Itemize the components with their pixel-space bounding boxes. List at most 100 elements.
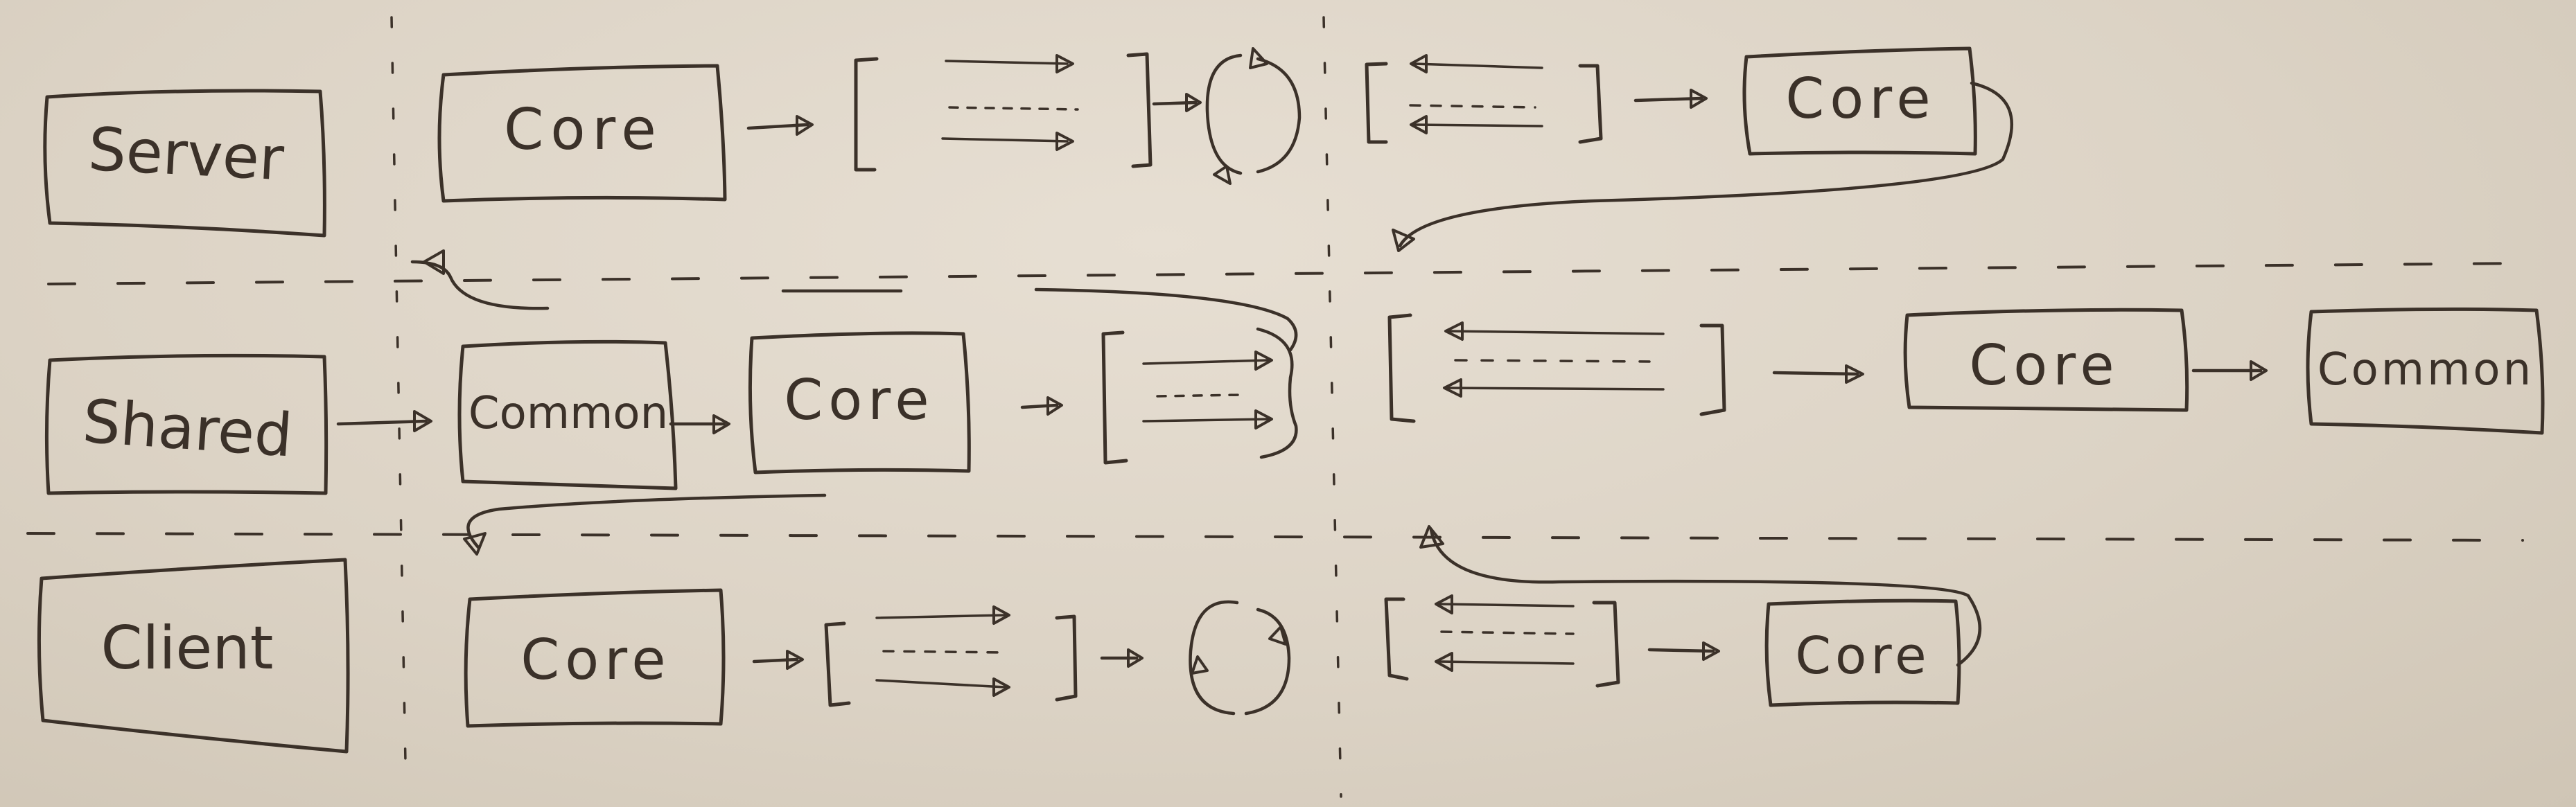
- shared-arrow-3: [1020, 403, 1059, 409]
- server-list-1-bracket-left: [854, 57, 879, 172]
- client-list-2-bracket-right: [1592, 601, 1620, 688]
- client-label: Client: [101, 614, 274, 683]
- shared-list-1-line-bot-head: [1254, 409, 1273, 429]
- server-list-2-line-mid: [1409, 104, 1536, 109]
- shared-list-2-line-mid: [1454, 359, 1651, 363]
- shared-common-label-1: Common: [468, 388, 668, 439]
- shared-common-label-2: Common: [2317, 344, 2534, 396]
- server-list-2-line-top-head: [1410, 54, 1428, 73]
- column-separators: [390, 16, 1342, 798]
- shared-core-box-1: [748, 331, 971, 475]
- server-cycle-icon: [1205, 47, 1302, 185]
- shared-list-1-line-mid: [1156, 393, 1242, 398]
- row-label-shared: Shared: [44, 353, 328, 495]
- separator-server-shared: [47, 262, 2531, 285]
- server-list-1-line-bot-head: [1055, 132, 1074, 151]
- separator-col-1: [390, 16, 407, 763]
- shared-loop-top-2: [1034, 287, 1298, 352]
- server-core-label-1: Core: [504, 97, 663, 163]
- client-arrow-3-head: [1702, 641, 1720, 661]
- separator-col-2: [1322, 16, 1342, 798]
- client-list-1-line-bot: [875, 679, 1006, 689]
- server-box: [43, 89, 326, 238]
- server-list-2-bracket-left: [1365, 62, 1388, 144]
- shared-list-2-line-bot: [1444, 387, 1665, 391]
- shared-list-2-line-top: [1447, 330, 1665, 335]
- row-label-server: Server: [43, 89, 326, 238]
- shared-arrow-1-head: [413, 410, 432, 432]
- client-box: [37, 558, 350, 754]
- shared-list-1-line-bot: [1142, 418, 1270, 423]
- client-arrow-2-head: [1127, 648, 1144, 668]
- shared-list-2-line-bot-head: [1443, 378, 1462, 398]
- server-list-2-line-top: [1412, 62, 1543, 69]
- client-list-1-line-top: [875, 614, 1006, 619]
- shared-list-1-line-top: [1142, 359, 1270, 365]
- shared-list-1-line-top-head: [1254, 351, 1273, 371]
- shared-core-label-2: Core: [1969, 333, 2119, 398]
- client-list-1: [824, 605, 1078, 707]
- server-list-1-line-top-head: [1055, 54, 1074, 73]
- client-arrow-1-head: [786, 650, 804, 670]
- server-list-1-line-mid: [948, 106, 1079, 111]
- shared-list-2-line-top-head: [1444, 321, 1464, 341]
- server-list-1-line-top: [945, 60, 1069, 65]
- server-arrow-2: [1152, 100, 1198, 106]
- client-list-1-line-mid: [882, 650, 1006, 654]
- shared-arrow-4: [1772, 371, 1859, 376]
- client-list-1-bracket-right: [1055, 614, 1078, 702]
- shared-to-client-curve-head: [463, 532, 487, 556]
- client-list-2-line-mid: [1440, 630, 1575, 635]
- shared-arrow-3-head: [1046, 396, 1063, 416]
- server-to-shared-curve: [410, 260, 550, 310]
- shared-list-2: [1387, 313, 1726, 423]
- shared-to-client-curve: [466, 493, 827, 549]
- shared-arrow-5-head: [2250, 360, 2268, 381]
- shared-list-1-curl: [1256, 327, 1298, 459]
- row-separators: [26, 262, 2531, 542]
- client-list-2: [1384, 594, 1620, 688]
- server-row: Core: [437, 46, 2014, 252]
- server-core-label-2: Core: [1785, 66, 1936, 131]
- server-core-box-1: [437, 64, 727, 203]
- shared-box: [44, 353, 328, 495]
- shared-list-2-bracket-left: [1387, 313, 1416, 423]
- server-list-2-line-bot: [1412, 123, 1543, 127]
- shared-label: Shared: [80, 387, 295, 471]
- server-arrow-3-head: [1690, 89, 1708, 109]
- client-list-2-line-top-head: [1435, 594, 1453, 614]
- server-list-2-bracket-right: [1578, 64, 1603, 144]
- server-label: Server: [87, 115, 286, 195]
- server-return-curve-head: [1392, 229, 1415, 252]
- server-core-box-2: [1742, 46, 1977, 156]
- server-arrow-1: [746, 123, 809, 130]
- server-list-2: [1365, 54, 1603, 144]
- shared-list-1: [1101, 327, 1298, 465]
- client-row: Core: [464, 525, 1982, 728]
- shared-arrow-4-head: [1845, 364, 1864, 384]
- server-arrow-2-head: [1185, 93, 1202, 112]
- client-core-box-1: [464, 588, 726, 728]
- shared-list-1-bracket-left: [1101, 330, 1128, 465]
- client-list-1-bracket-left: [824, 621, 851, 707]
- client-arrow-1: [752, 657, 799, 664]
- server-to-shared-curve-head: [423, 249, 445, 275]
- client-list-2-line-bot-head: [1435, 652, 1453, 672]
- server-return-curve: [1398, 81, 2014, 248]
- server-list-2-line-bot-head: [1410, 115, 1428, 134]
- client-core-box-2: [1764, 598, 1961, 707]
- client-return-curve-head: [1419, 525, 1444, 549]
- shared-common-box-1: [457, 339, 678, 490]
- client-return-curve: [1429, 528, 1982, 667]
- shared-common-box-2: [2306, 307, 2545, 435]
- client-core-label-1: Core: [520, 628, 671, 692]
- client-list-2-line-bot: [1437, 660, 1575, 665]
- shared-arrow-2-head: [712, 414, 730, 434]
- client-list-2-bracket-left: [1384, 597, 1409, 681]
- client-cycle-icon: [1189, 600, 1291, 716]
- shared-list-2-bracket-right: [1699, 323, 1726, 416]
- row-label-client: Client: [37, 558, 350, 754]
- client-list-2-line-top: [1437, 603, 1575, 608]
